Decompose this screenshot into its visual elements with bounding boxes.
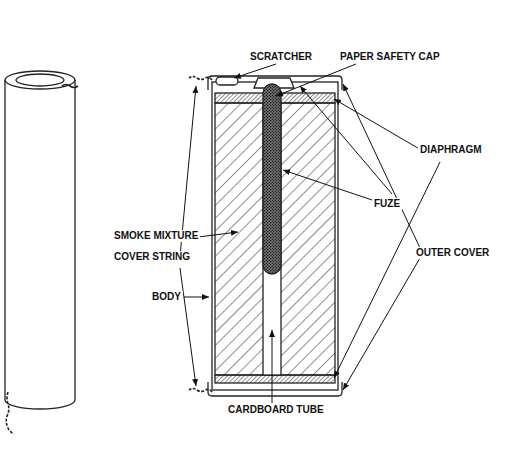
- part-label: OUTER COVER: [414, 247, 491, 259]
- part-label: DIAPHRAGM: [418, 144, 484, 156]
- part-label: BODY: [150, 291, 183, 303]
- part-label: CARDBOARD TUBE: [226, 404, 326, 416]
- part-label: SMOKE MIXTURE: [112, 230, 200, 242]
- part-label: FUZE: [372, 198, 402, 210]
- part-label: COVER STRING: [112, 251, 192, 263]
- part-label: SCRATCHER: [248, 51, 314, 63]
- part-label: PAPER SAFETY CAP: [338, 51, 442, 63]
